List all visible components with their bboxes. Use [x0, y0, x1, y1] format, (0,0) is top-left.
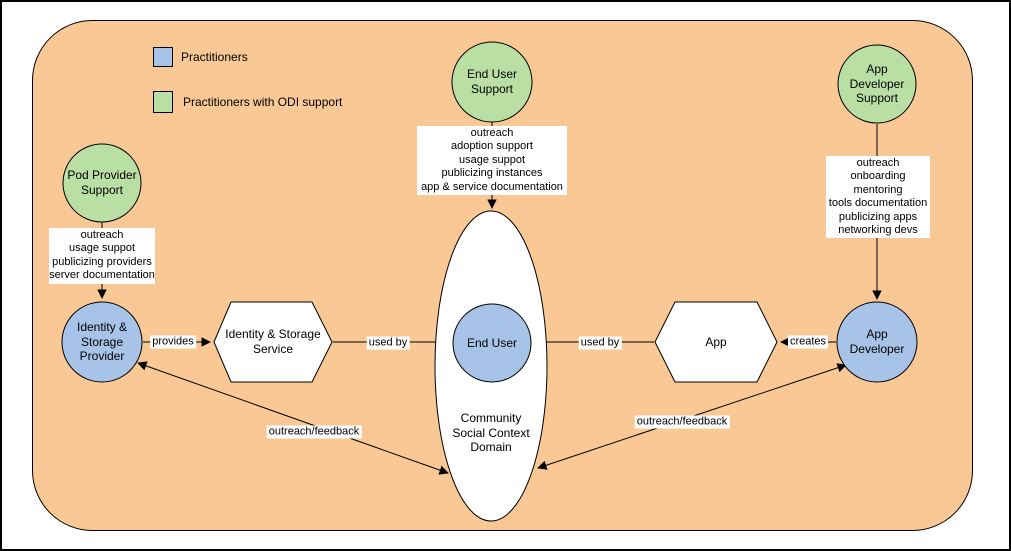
pod-provider-support-circle — [62, 143, 142, 223]
app-label: App — [705, 334, 727, 349]
identity-storage-service-hexagon — [213, 301, 333, 383]
legend-practitioners-label: Practitioners — [181, 50, 248, 64]
community-social-context-domain-label: Community Social Context Domain — [452, 411, 530, 455]
legend-practitioners-odi-label: Practitioners with ODI support — [183, 95, 343, 109]
app-developer-label: App Developer — [849, 327, 905, 356]
end-user-support-circle — [451, 41, 533, 123]
legend-practitioners-odi-swatch — [153, 91, 173, 113]
pod-provider-support-label: Pod Provider Support — [67, 168, 137, 197]
app-developer-activities: outreach onboarding mentoring tools docu… — [826, 156, 930, 239]
end-user-support-label: End User Support — [466, 67, 518, 96]
app-developer-circle — [836, 301, 918, 383]
used-by-app-edge-label: used by — [578, 336, 622, 350]
outreach-feedback-left-edge-label: outreach/feedback — [266, 425, 362, 439]
app-developer-support-label: App Developer Support — [849, 62, 905, 106]
identity-storage-provider-label: Identity & Storage Provider — [76, 320, 128, 364]
used-by-service-edge-label: used by — [366, 336, 410, 350]
legend-practitioners-swatch — [153, 47, 173, 67]
identity-storage-provider-circle — [61, 301, 143, 383]
edge-outreach-feedback-left — [137, 361, 449, 475]
end-user-activities: outreach adoption support usage suppot p… — [417, 126, 567, 196]
provides-edge-label: provides — [150, 335, 196, 349]
end-user-circle — [452, 303, 532, 383]
app-developer-support-circle — [837, 44, 917, 124]
creates-edge-label: creates — [787, 335, 829, 349]
identity-storage-service-label: Identity & Storage Service — [225, 327, 321, 356]
outreach-feedback-right-edge-label: outreach/feedback — [634, 415, 730, 429]
pod-provider-activities: outreach usage suppot publicizing provid… — [49, 228, 155, 284]
end-user-label: End User — [466, 335, 518, 350]
app-hexagon — [654, 301, 778, 383]
